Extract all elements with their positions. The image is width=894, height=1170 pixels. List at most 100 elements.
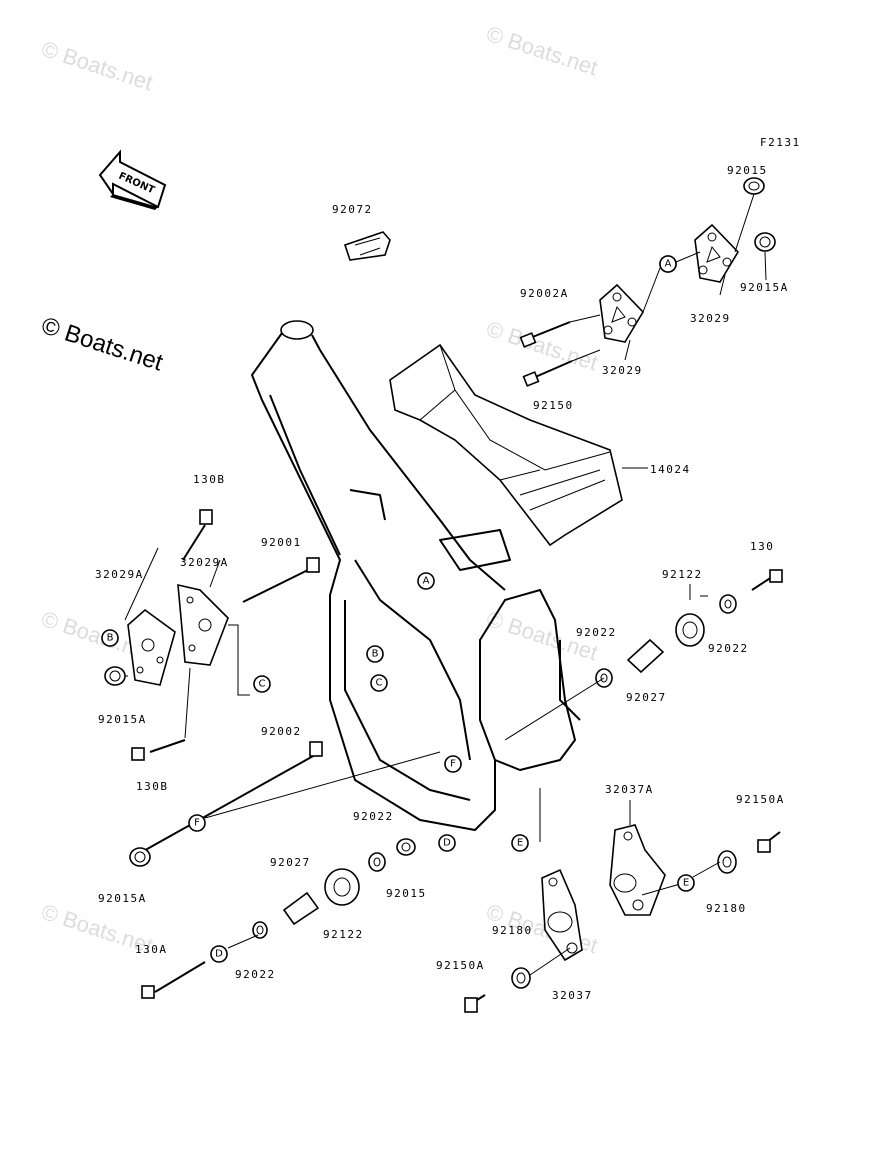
part-label: 92180 bbox=[706, 902, 747, 915]
nut-icon bbox=[129, 847, 151, 867]
part-label: 92027 bbox=[270, 856, 311, 869]
part-label: 32029 bbox=[602, 364, 643, 377]
svg-text:D: D bbox=[215, 949, 223, 960]
washer-icon bbox=[511, 967, 531, 989]
part-label: 92150A bbox=[436, 959, 485, 972]
svg-text:E: E bbox=[517, 838, 523, 849]
part-label: 32029 bbox=[690, 312, 731, 325]
bolt-icon bbox=[757, 831, 781, 853]
ref-marker: E bbox=[511, 834, 529, 852]
part-label: 92015A bbox=[98, 892, 147, 905]
bolt-icon bbox=[522, 360, 573, 387]
part-label: 130A bbox=[135, 943, 168, 956]
part-label: 32037 bbox=[552, 989, 593, 1002]
engine-mount-bracket-icon bbox=[177, 583, 229, 666]
part-label: 92072 bbox=[332, 203, 373, 216]
ref-marker: A bbox=[417, 572, 435, 590]
bolt-icon bbox=[519, 321, 571, 348]
ref-marker: D bbox=[438, 834, 456, 852]
svg-text:C: C bbox=[376, 678, 383, 689]
ref-marker: D bbox=[210, 945, 228, 963]
ref-marker: C bbox=[253, 675, 271, 693]
part-label: 130B bbox=[193, 473, 226, 486]
part-label: 92150 bbox=[533, 399, 574, 412]
bolt-icon bbox=[242, 557, 320, 603]
part-label: 32037A bbox=[605, 783, 654, 796]
engine-mount-bracket-icon bbox=[609, 824, 666, 916]
bolt-icon bbox=[751, 569, 783, 591]
spacer-icon bbox=[626, 638, 665, 674]
bolt-icon bbox=[464, 994, 486, 1013]
part-label: 92015A bbox=[740, 281, 789, 294]
bushing-icon bbox=[324, 868, 360, 906]
bolt-icon bbox=[131, 739, 186, 761]
svg-text:A: A bbox=[423, 576, 430, 587]
watermark-main: © Boats.net bbox=[38, 312, 166, 377]
ref-marker: A bbox=[659, 255, 677, 273]
ref-marker: E bbox=[677, 874, 695, 892]
watermark: © Boats.net bbox=[38, 36, 155, 95]
bushing-icon bbox=[675, 613, 705, 647]
svg-text:B: B bbox=[107, 633, 114, 644]
nut-icon bbox=[743, 177, 765, 195]
part-label: 14024 bbox=[650, 463, 691, 476]
front-arrow-icon: FRONT bbox=[98, 149, 167, 210]
washer-icon bbox=[368, 852, 386, 872]
engine-mount-bracket-icon bbox=[541, 868, 583, 962]
watermark: © Boats.net bbox=[483, 316, 600, 375]
motorcycle-frame-icon bbox=[251, 320, 581, 831]
bolt-icon bbox=[182, 509, 213, 561]
part-label: 92022 bbox=[235, 968, 276, 981]
svg-text:F: F bbox=[194, 818, 200, 829]
part-shapes bbox=[104, 177, 783, 1013]
part-label: 92027 bbox=[626, 691, 667, 704]
part-label: 92015A bbox=[98, 713, 147, 726]
spacer-icon bbox=[282, 891, 320, 926]
part-label: 32029A bbox=[95, 568, 144, 581]
part-label: 92150A bbox=[736, 793, 785, 806]
part-label: 92002A bbox=[520, 287, 569, 300]
nut-icon bbox=[754, 232, 776, 252]
svg-text:C: C bbox=[259, 679, 266, 690]
bolt-icon bbox=[141, 961, 206, 999]
part-label: 92002 bbox=[261, 725, 302, 738]
part-label: 92001 bbox=[261, 536, 302, 549]
washer-icon bbox=[252, 921, 268, 939]
nut-icon bbox=[396, 838, 416, 856]
part-label: 92015 bbox=[386, 887, 427, 900]
svg-text:A: A bbox=[665, 259, 672, 270]
washer-icon bbox=[717, 850, 737, 874]
part-labels: 92015 92072 92002A 92015A 32029 32029 92… bbox=[95, 164, 789, 1002]
part-label: 92180 bbox=[492, 924, 533, 937]
part-label: 92022 bbox=[353, 810, 394, 823]
engine-mount-bracket-icon bbox=[694, 223, 740, 283]
engine-guard-icon bbox=[389, 343, 648, 547]
svg-text:F: F bbox=[450, 759, 456, 770]
ref-marker: F bbox=[188, 814, 206, 832]
part-label: 32029A bbox=[180, 556, 229, 569]
engine-mount-bracket-icon bbox=[599, 283, 645, 343]
ref-marker: F bbox=[444, 755, 462, 773]
part-label: 130 bbox=[750, 540, 774, 553]
watermark: © Boats.net bbox=[483, 21, 600, 80]
part-label: 92022 bbox=[576, 626, 617, 639]
bolt-icon bbox=[139, 741, 323, 854]
washer-icon bbox=[719, 594, 737, 614]
part-label: 92122 bbox=[323, 928, 364, 941]
figure-code: F2131 bbox=[760, 136, 801, 149]
engine-mount-bracket-icon bbox=[127, 608, 176, 686]
reference-markers: A A B C B C F F D D E E bbox=[101, 255, 695, 963]
part-label: 92022 bbox=[708, 642, 749, 655]
svg-text:D: D bbox=[443, 838, 451, 849]
part-label: 92122 bbox=[662, 568, 703, 581]
part-label: 92015 bbox=[727, 164, 768, 177]
svg-text:E: E bbox=[683, 878, 689, 889]
part-label: 130B bbox=[136, 780, 169, 793]
svg-text:B: B bbox=[372, 649, 379, 660]
clamp-icon bbox=[343, 231, 391, 261]
ref-marker: C bbox=[370, 674, 388, 692]
nut-icon bbox=[104, 666, 126, 686]
ref-marker: B bbox=[101, 629, 119, 647]
ref-marker: B bbox=[366, 645, 384, 663]
